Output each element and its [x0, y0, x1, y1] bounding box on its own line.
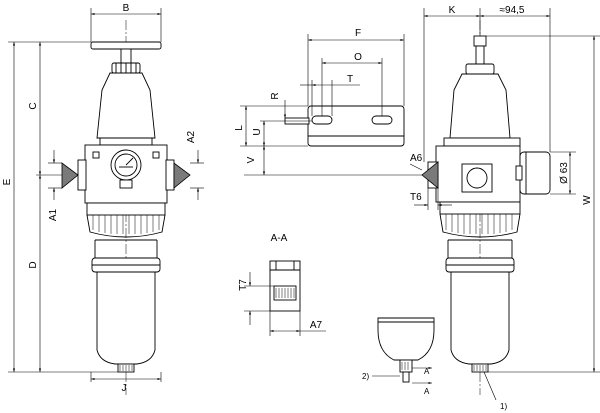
dim-v-label: V	[246, 156, 257, 163]
bracket-view: F O T R L U V	[234, 28, 424, 176]
dim-f-label: F	[355, 28, 361, 39]
dim-u-label: U	[252, 128, 263, 135]
side-view: K ≈94,5 A6 Ø 63 T6 W 1)	[409, 5, 600, 411]
note-1-label: 1)	[500, 402, 507, 411]
note-2-label: 2)	[362, 372, 369, 381]
dim-c-label: C	[28, 102, 39, 109]
dim-r-label: R	[270, 92, 281, 99]
dim-b-label: B	[123, 3, 130, 14]
drain-detail: A A 2)	[362, 317, 435, 396]
section-mark-bottom: A	[424, 387, 430, 396]
dim-k-label: K	[449, 5, 456, 16]
dim-o-label: O	[354, 52, 362, 63]
dim-d-label: D	[28, 261, 39, 268]
side-port-arrow-icon	[421, 161, 439, 189]
dim-diameter-63-label: Ø 63	[559, 162, 570, 184]
dim-t-label: T	[347, 74, 353, 85]
dim-t6-label: T6	[410, 192, 422, 203]
section-mark-top: A	[424, 367, 430, 376]
dim-a6-label: A6	[410, 153, 423, 164]
inlet-arrow-icon	[61, 162, 79, 189]
dim-a7-label: A7	[310, 320, 323, 331]
dim-a2-label: A2	[186, 130, 197, 143]
dim-w-label: W	[582, 195, 593, 205]
dim-e-label: E	[2, 178, 13, 185]
dim-j-label: J	[122, 383, 127, 394]
section-view: A-A T7 A7	[238, 233, 326, 336]
front-view: B E C D A1 A2 J	[2, 3, 204, 395]
dim-a1-label: A1	[48, 208, 59, 221]
section-title: A-A	[271, 233, 288, 244]
outlet-arrow-icon	[173, 162, 191, 189]
dim-l-label: L	[234, 125, 245, 131]
dim-t7-label: T7	[238, 279, 249, 291]
dim-94-5-label: ≈94,5	[500, 5, 525, 16]
side-gauge-icon	[519, 151, 551, 195]
